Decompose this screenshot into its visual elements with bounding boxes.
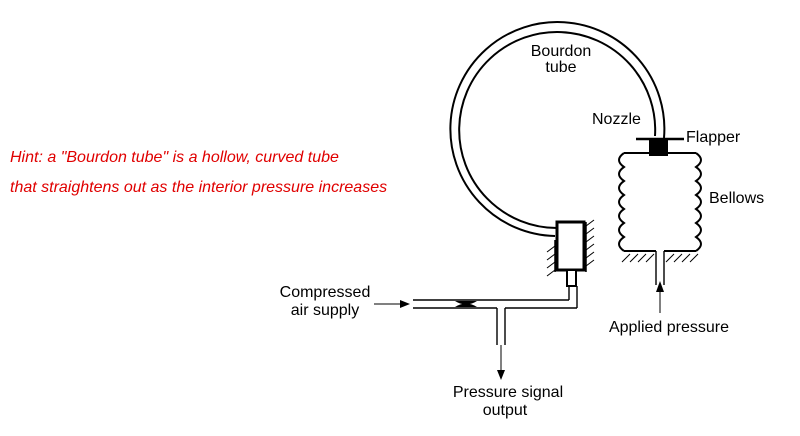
applied-pressure-arrow xyxy=(656,281,664,313)
compressed-label-line-1: Compressed xyxy=(280,284,371,301)
flapper xyxy=(636,137,684,156)
hint-line-2: that straightens out as the interior pre… xyxy=(10,179,387,196)
bellows-base-hatching xyxy=(621,253,699,263)
supply-arrow xyxy=(374,300,410,308)
restriction-orifice xyxy=(455,301,477,307)
applied-pressure-label: Applied pressure xyxy=(609,319,729,336)
bellows xyxy=(618,152,702,285)
nozzle-label: Nozzle xyxy=(592,111,641,128)
hint-line-1: Hint: a "Bourdon tube" is a hollow, curv… xyxy=(10,149,339,166)
signal-label-line-2: output xyxy=(483,402,528,419)
compressed-label-line-2: air supply xyxy=(291,302,359,319)
bourdon-label-line-2: tube xyxy=(545,59,576,76)
bourdon-tube xyxy=(449,21,666,237)
bourdon-anchor-block xyxy=(546,219,595,287)
flapper-label: Flapper xyxy=(686,129,741,146)
bellows-label: Bellows xyxy=(709,190,764,207)
bourdon-label-line-1: Bourdon xyxy=(531,43,592,60)
feed-piping xyxy=(413,286,578,345)
signal-label-line-1: Pressure signal xyxy=(453,384,563,401)
signal-output-arrow xyxy=(497,345,505,380)
